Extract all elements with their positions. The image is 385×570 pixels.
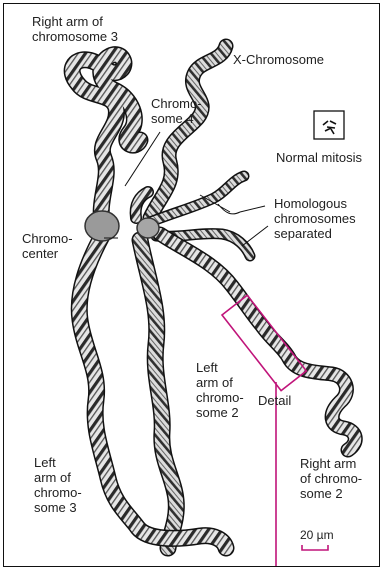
label-detail: Detail (258, 393, 291, 408)
label-left-arm-chromosome-3: Left arm of chromo- some 3 (34, 455, 82, 515)
label-scale-bar: 20 µm (300, 528, 334, 543)
chromocenter-blob (85, 211, 119, 241)
scale-bar (302, 545, 328, 550)
label-normal-mitosis: Normal mitosis (276, 150, 362, 165)
chromocenter-blob-2 (137, 218, 159, 238)
chromosome-2-left-arm (140, 240, 176, 548)
label-homologous-separated: Homologous chromosomes separated (274, 196, 356, 241)
chromosome-2-right-arm (160, 234, 355, 450)
label-right-arm-chromosome-3: Right arm of chromosome 3 (32, 14, 118, 44)
label-chromocenter: Chromo- center (22, 231, 73, 261)
normal-mitosis-inset (314, 111, 344, 139)
label-chromosome-4: Chromo- some 4 (151, 96, 202, 126)
label-x-chromosome: X-Chromosome (233, 52, 324, 67)
chromosome-3-right-arm (72, 55, 140, 228)
homologous-leader (240, 206, 265, 212)
label-left-arm-chromosome-2: Left arm of chromo- some 2 (196, 360, 244, 420)
label-right-arm-chromosome-2: Right arm of chromo- some 2 (300, 456, 362, 501)
